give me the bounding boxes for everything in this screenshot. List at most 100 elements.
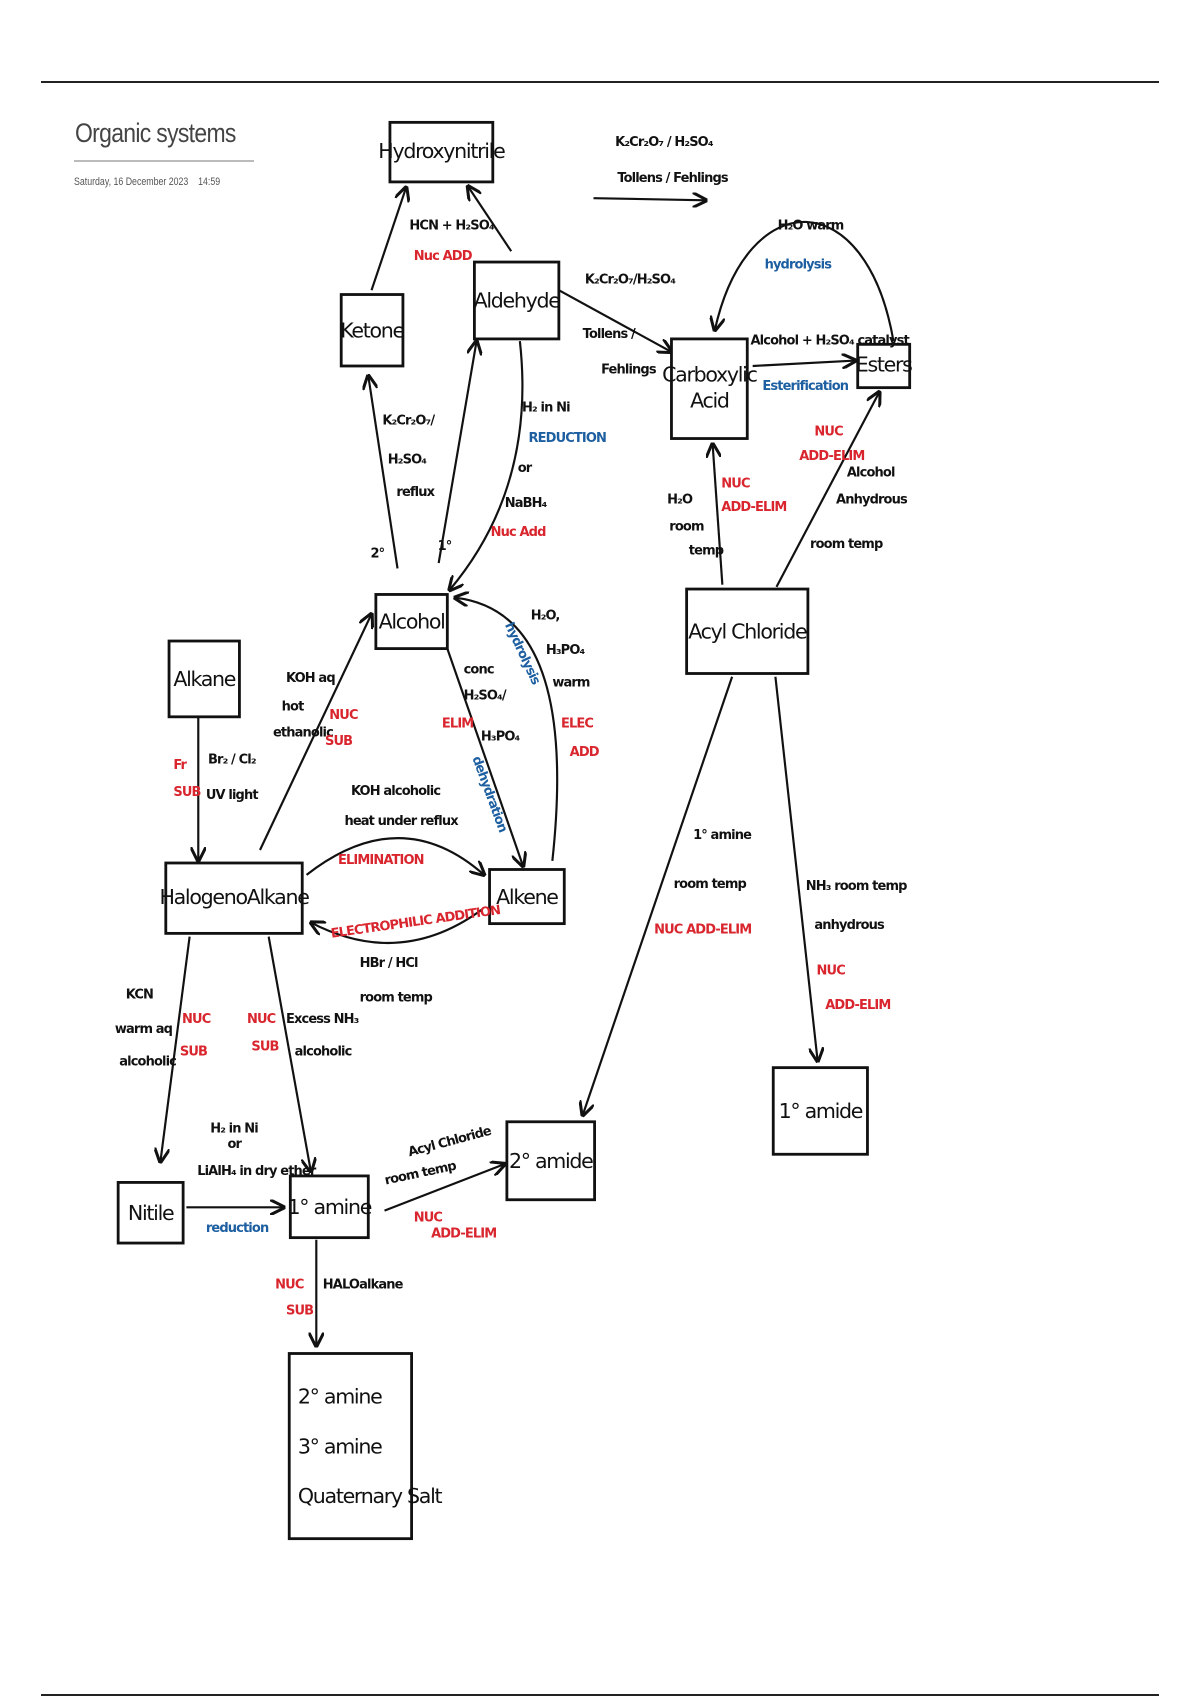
label-ox-1: K₂Cr₂O₇/ (382, 413, 435, 428)
node-hydroxynitrile: Hydroxynitrile (378, 120, 506, 184)
node-label: 3° amine (298, 1434, 382, 1458)
halogenoalkane-to-nitrile-arrow (160, 936, 191, 1162)
label-dehyd-1: conc (464, 663, 494, 678)
label-acyl-acid-3: temp (689, 543, 724, 558)
alcohol-to-alkene-arrow (446, 648, 523, 867)
label-alkane-4: UV light (206, 788, 258, 803)
node-halogenoalkane: HalogenoAlkane (159, 861, 311, 935)
label-hydr-2: H₂O, (531, 608, 560, 623)
label-ester-1: Alcohol + H₂SO₄ catalyst (751, 333, 910, 348)
top-rule (41, 81, 1159, 83)
esters-to-acid-hydrolysis-arrow (715, 220, 895, 342)
node-box (374, 593, 449, 651)
label-hcn-type: Nuc ADD (414, 249, 473, 264)
node-box (116, 1181, 185, 1245)
label-acyl-acid-2: room (669, 520, 704, 535)
node-label: HalogenoAlkane (159, 885, 309, 909)
label-halo-alc-1: KOH aq (286, 671, 335, 686)
label-eadd-1: ELECTROPHILIC ADDITION (330, 903, 501, 942)
label-amide2-4: ADD-ELIM (431, 1227, 496, 1242)
label-elim-2: heat under reflux (344, 814, 459, 829)
label-acyl-acid-1: H₂O (667, 493, 693, 508)
node-box (685, 587, 810, 675)
label-eadd-2: HBr / HCl (360, 956, 418, 971)
node-aldehyde: Aldehyde (472, 260, 562, 341)
label-acyl-acid-5: ADD-ELIM (721, 500, 786, 515)
acyl-to-primary-amide-arrow (774, 676, 817, 1061)
node-ketone: Ketone (339, 293, 406, 368)
label-nh3-1: NUC (247, 1012, 276, 1027)
node-box (488, 868, 566, 926)
label-amine-sub-3: HALOalkane (323, 1278, 404, 1293)
ketone-to-hydroxynitrile-arrow (370, 187, 407, 291)
label-kcn-2: warm aq (115, 1022, 173, 1037)
label-amide2-3: NUC (414, 1210, 443, 1225)
halogenoalkane-to-amine-arrow (267, 936, 311, 1172)
node-alkane: Alkane (167, 639, 241, 719)
node-box (288, 1174, 370, 1240)
node-secondary-amide: 2° amide (505, 1120, 596, 1202)
label-dehyd-2: H₂SO₄/ (464, 688, 507, 703)
label-hydr-5: ELEC (561, 717, 593, 732)
node-esters: Esters (856, 342, 913, 390)
label-halo-alc-5: SUB (325, 734, 352, 749)
node-label: Nitile (128, 1201, 174, 1225)
node-label: Alkane (173, 667, 235, 691)
label-nh3-4: alcoholic (295, 1045, 352, 1060)
label-hydr-1: hydrolysis (501, 620, 543, 688)
label-acyl-nh3-4: ADD-ELIM (825, 998, 890, 1013)
node-box (771, 1066, 869, 1156)
halogenoalkane-to-alcohol-arrow (259, 614, 372, 851)
label-dehyd-4: ELIM (442, 717, 473, 732)
node-box (388, 120, 495, 184)
node-primary-amine: 1° amine (288, 1174, 373, 1240)
node-box (856, 342, 912, 390)
label-ox-3: reflux (396, 485, 435, 500)
node-label: Carboxylic (662, 362, 757, 386)
acyl-to-esters-arrow (775, 392, 879, 588)
node-label: Acid (690, 388, 729, 412)
node-label: Quaternary Salt (298, 1484, 443, 1508)
label-halo-alc-2: hot (282, 699, 304, 714)
label-nred-1: H₂ in Ni (210, 1122, 258, 1137)
label-red-3: or (518, 461, 533, 476)
label-nred-3: LiAlH₄ in dry ether (197, 1164, 317, 1179)
label-alkane-2: SUB (173, 785, 200, 800)
node-label: Alcohol (379, 610, 445, 634)
label-ester-hyd-2: hydrolysis (765, 258, 833, 273)
node-label: 2° amide (509, 1149, 593, 1173)
aldehyde-to-alcohol-arrow (449, 340, 524, 590)
node-label: Hydroxynitrile (378, 139, 505, 163)
label-elim-1: KOH alcoholic (351, 784, 440, 799)
label-acyl-ester-5: room temp (810, 537, 883, 552)
label-kcn-3: alcoholic (119, 1054, 176, 1069)
label-alkane-1: Fr (173, 758, 187, 773)
alcohol-to-ketone-arrow (368, 376, 399, 569)
label-eadd-3: room temp (360, 991, 433, 1006)
node-box (339, 293, 405, 368)
label-ald-acid-2: Tollens / (583, 327, 636, 342)
node-label: 1° amine (288, 1195, 372, 1219)
alcohol-to-aldehyde-arrow (437, 341, 477, 564)
label-hydr-4: warm (552, 675, 590, 690)
acyl-to-secondary-amide-arrow (583, 676, 734, 1116)
label-acyl-nh3-3: NUC (817, 964, 846, 979)
halogenoalkane-to-alkene-arrow (305, 837, 485, 875)
label-kcn-4: NUC (182, 1012, 211, 1027)
label-halo-alc-4: NUC (329, 708, 358, 723)
label-acyl-amine-2: room temp (674, 877, 747, 892)
label-ox-2: H₂SO₄ (388, 452, 427, 467)
node-box (670, 337, 749, 440)
label-ester-2: Esterification (762, 379, 848, 394)
label-acyl-nh3-1: NH₃ room temp (806, 879, 907, 894)
label-nred-4: reduction (206, 1221, 269, 1236)
amine-to-secondary-amide-arrow (384, 1164, 505, 1212)
node-label: Aldehyde (474, 289, 561, 313)
label-amide2-1: Acyl Chloride (407, 1124, 494, 1161)
label-acyl-nh3-2: anhydrous (814, 918, 885, 933)
label-amine-sub-1: NUC (275, 1278, 304, 1293)
label-acyl-ester-2: ADD-ELIM (799, 449, 864, 464)
page-title: Organic systems (75, 118, 236, 148)
label-halo-alc-3: ethanolic (273, 725, 333, 740)
